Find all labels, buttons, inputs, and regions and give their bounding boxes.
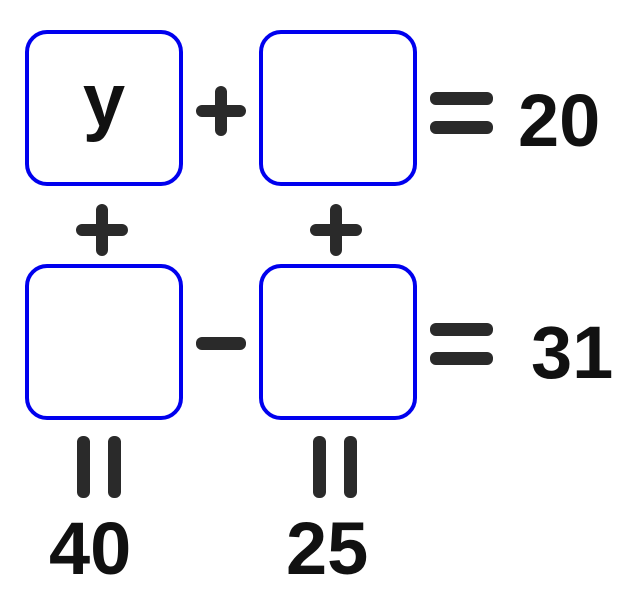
equals-row2-top [430,323,493,336]
cell-top-right[interactable] [259,30,417,186]
equals-row1-top [430,92,493,105]
cell-top-left[interactable]: y [25,30,183,186]
col1-result: 40 [49,507,132,590]
plus-col1-vertical [96,204,108,256]
equals-col2-left [313,436,326,498]
equals-col2-right [344,436,357,498]
row2-result: 31 [531,311,614,394]
cell-top-left-value: y [82,58,126,143]
row1-result: 20 [518,79,601,162]
equals-col1-right [108,436,121,498]
col2-result: 25 [286,507,369,590]
cell-bottom-left[interactable] [25,264,183,420]
plus-row1-vertical [215,86,227,136]
equals-col1-left [77,436,90,498]
minus-operator-row2 [196,337,246,350]
plus-col2-vertical [330,204,342,256]
equals-row2-bottom [430,352,493,365]
cell-bottom-right[interactable] [259,264,417,420]
equals-row1-bottom [430,121,493,134]
